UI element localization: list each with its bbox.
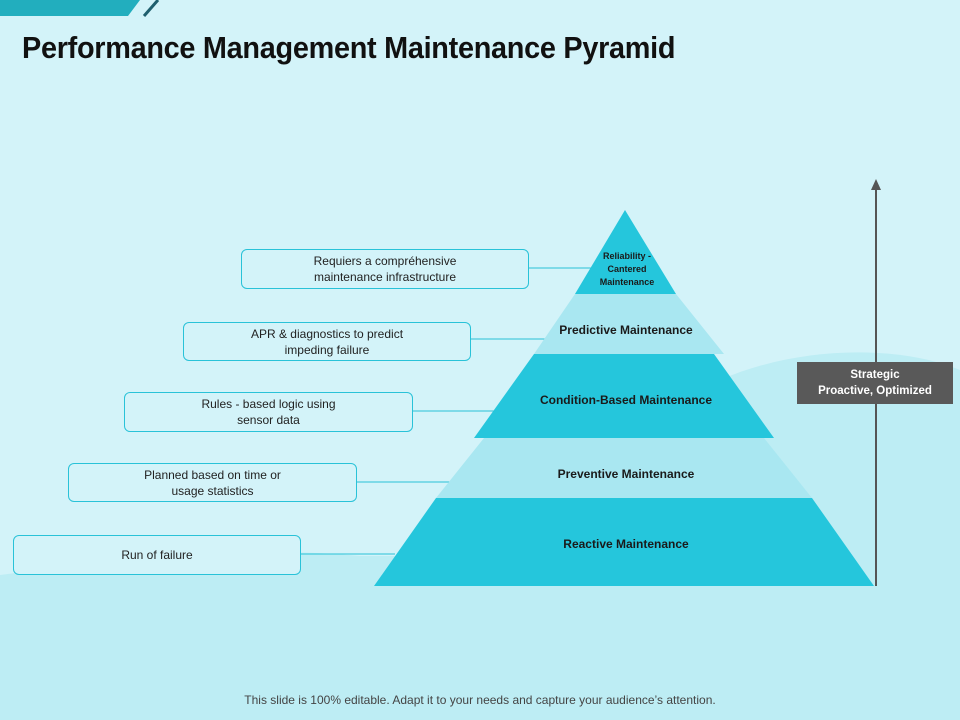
level-label-condition-based: Condition-Based Maintenance: [539, 393, 712, 407]
level-label-preventive: Preventive Maintenance: [557, 467, 695, 481]
level-label-reactive: Reactive Maintenance: [563, 537, 689, 551]
pyramid-layer-reactive: [374, 498, 874, 586]
pyramid-layer-reliability: [575, 210, 676, 294]
corner-accent-stripe: [142, 0, 160, 17]
callout-predictive: APR & diagnostics to predict impeding fa…: [183, 322, 471, 361]
arrow-up-icon: [871, 179, 881, 190]
pyramid-layer-predictive: [534, 294, 724, 354]
callout-condition-based: Rules - based logic using sensor data: [124, 392, 413, 432]
callout-reliability: Requiers a compréhensive maintenance inf…: [241, 249, 529, 289]
strategic-label-box: Strategic Proactive, Optimized: [797, 362, 953, 404]
callout-preventive: Planned based on time or usage statistic…: [68, 463, 357, 502]
footer-note: This slide is 100% editable. Adapt it to…: [244, 693, 716, 707]
level-label-reliability: Reliability - Cantered Maintenance: [599, 251, 655, 287]
corner-accent-band: [0, 0, 140, 16]
callout-reactive: Run of failure: [13, 535, 301, 575]
pyramid-layer-condition-based: [474, 354, 774, 438]
level-label-predictive: Predictive Maintenance: [559, 323, 693, 337]
page-title: Performance Management Maintenance Pyram…: [22, 30, 676, 65]
pyramid-layer-preventive: [436, 438, 812, 498]
background-hill: [720, 352, 960, 720]
